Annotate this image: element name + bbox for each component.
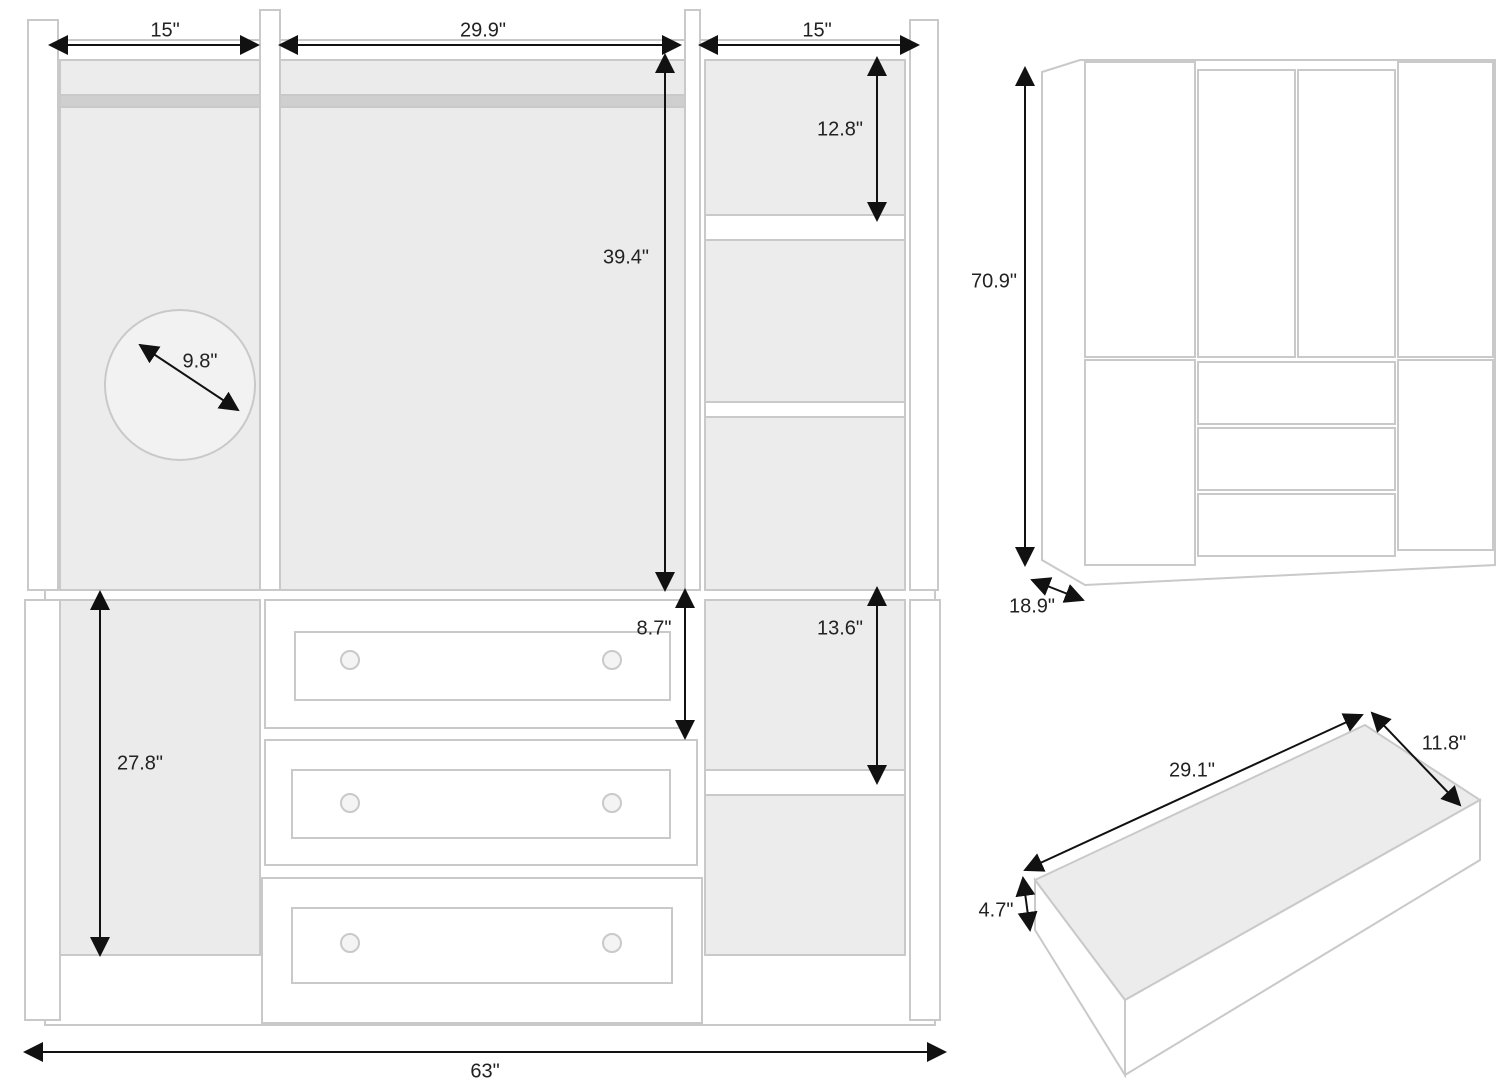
right-cabinet-width-label: 15"	[802, 19, 832, 42]
closed-wardrobe	[1041, 59, 1496, 587]
drawer-side-height-label: 4.7"	[978, 899, 1014, 922]
total-width-label: 63"	[470, 1060, 500, 1083]
left-bottom-height-label: 27.8"	[116, 752, 164, 775]
right-top-shelf-height-label: 12.8"	[816, 118, 864, 141]
total-depth-label: 18.9"	[1008, 595, 1056, 618]
drawer-height-label: 8.7"	[636, 617, 672, 640]
drawer-width-label: 29.1"	[1168, 759, 1216, 782]
open-wardrobe	[24, 9, 941, 1026]
middle-cabinet-width-label: 29.9"	[459, 19, 507, 42]
inset-depth-label: 9.8"	[182, 350, 218, 373]
hanging-height-label: 39.4"	[602, 246, 650, 269]
dimension-lines	[23, 35, 1462, 1062]
left-cabinet-width-label: 15"	[150, 19, 180, 42]
total-height-label: 70.9"	[970, 270, 1018, 293]
drawer-depth-label: 11.8"	[1421, 732, 1467, 755]
right-bottom-shelf-height-label: 13.6"	[816, 617, 864, 640]
drawer-detail	[1033, 723, 1482, 1079]
